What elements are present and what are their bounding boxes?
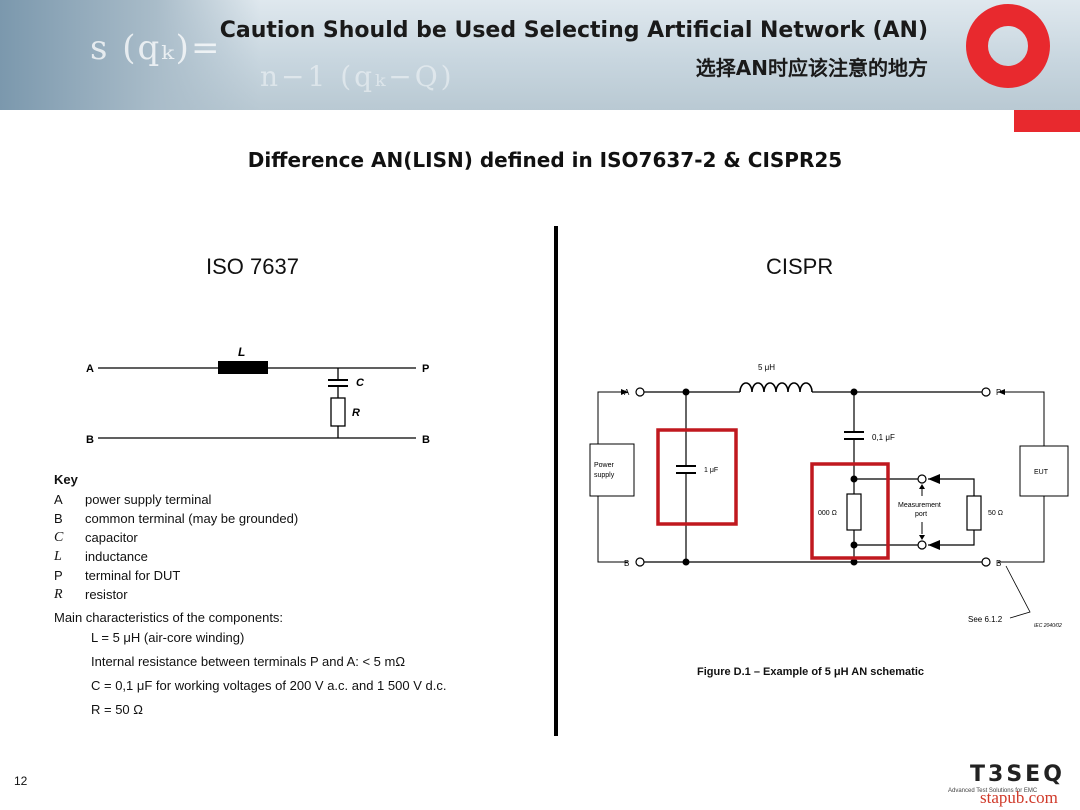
- resistor-mid: [846, 493, 862, 531]
- slide-title: Caution Should be Used Selecting Artific…: [219, 18, 928, 43]
- logo-bar: [1014, 110, 1080, 132]
- banner-gradient: [0, 0, 260, 110]
- header-banner: s (qₖ)= n−1 (qₖ−Q): [0, 0, 1080, 110]
- label-see-note: See 6.1.2: [968, 615, 1003, 624]
- label-a: A: [624, 388, 630, 397]
- page-number: 12: [14, 774, 28, 788]
- label-b-right: B: [422, 434, 430, 446]
- label-r: R: [352, 407, 360, 419]
- key-heading: Key: [54, 472, 78, 487]
- label-l: L: [238, 345, 245, 359]
- characteristics-heading: Main characteristics of the components:: [54, 610, 284, 625]
- label-cap-top: 0,1 μF: [872, 433, 895, 442]
- banner-formula-secondary: n−1 (qₖ−Q): [260, 60, 455, 93]
- brand-logo: T3SEQ: [970, 762, 1065, 787]
- label-b-left: B: [624, 559, 629, 568]
- label-power-supply-1: Power: [594, 462, 615, 469]
- highlight-box-000-ohm: [810, 462, 890, 560]
- label-eut: EUT: [1034, 469, 1049, 476]
- power-supply-box: [589, 443, 635, 497]
- banner-formula: s (qₖ)=: [90, 28, 222, 68]
- figure-caption: Figure D.1 – Example of 5 μH AN schemati…: [697, 666, 925, 678]
- label-inductor: 5 μH: [758, 363, 775, 372]
- label-power-supply-2: supply: [594, 472, 615, 479]
- label-port: port: [915, 511, 927, 518]
- label-b-left: B: [86, 434, 94, 446]
- label-cap-left: 1 μF: [704, 467, 718, 474]
- characteristic-line: C = 0,1 μF for working voltages of 200 V…: [91, 677, 447, 693]
- watermark: stapub.com: [980, 788, 1058, 807]
- label-b-right: B: [996, 559, 1001, 568]
- resistor-50-ohm: [966, 495, 982, 531]
- eut-box: [1019, 445, 1069, 497]
- label-p: P: [996, 388, 1001, 397]
- brand-tagline: Advanced Test Solutions for EMC: [948, 788, 1038, 794]
- slide-title-chinese: 选择AN时应该注意的地方: [695, 56, 928, 80]
- inductor-5uh: [739, 382, 813, 393]
- characteristic-line: R = 50 Ω: [91, 701, 143, 717]
- slide-subtitle: Difference AN(LISN) defined in ISO7637-2…: [247, 148, 843, 172]
- label-resistor-mid: 000 Ω: [818, 510, 837, 517]
- inductor-l: [218, 361, 268, 374]
- label-c: C: [356, 377, 365, 389]
- label-p: P: [422, 363, 429, 375]
- label-iec-code: IEC 2040/02: [1034, 623, 1062, 629]
- label-measurement: Measurement: [898, 502, 941, 509]
- label-resistor-50: 50 Ω: [988, 510, 1003, 517]
- left-column-title: ISO 7637: [206, 254, 299, 279]
- characteristic-line: Internal resistance between terminals P …: [91, 653, 406, 669]
- characteristic-line: L = 5 μH (air-core winding): [91, 629, 245, 645]
- label-a: A: [86, 363, 94, 375]
- highlight-box-1uf: [656, 428, 738, 526]
- column-divider: [554, 226, 558, 736]
- right-column-title: CISPR: [766, 254, 834, 279]
